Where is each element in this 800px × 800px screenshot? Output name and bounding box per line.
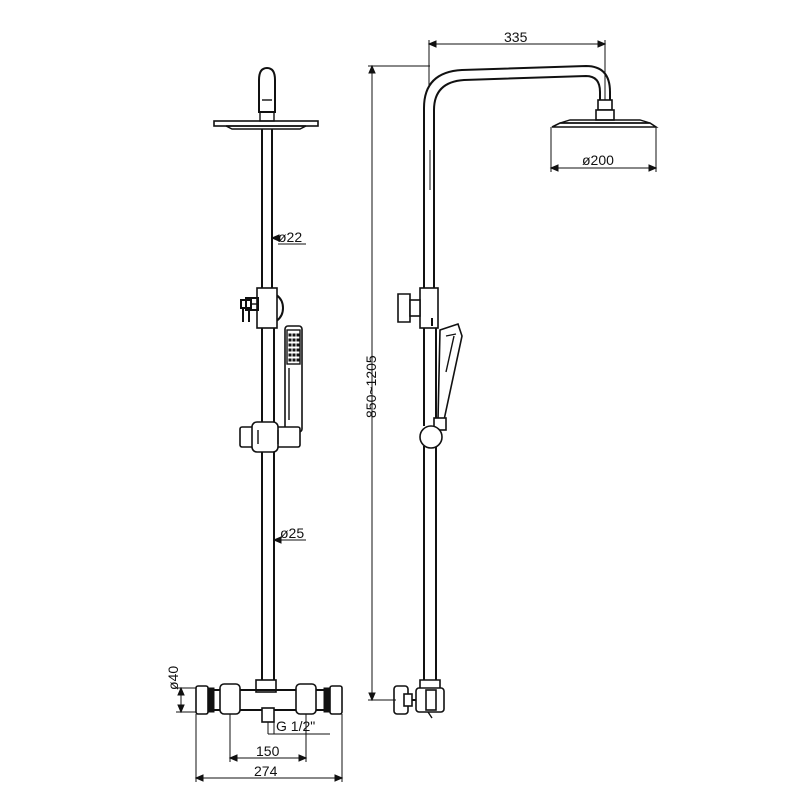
shower-arm bbox=[423, 64, 611, 288]
shower-head-front bbox=[213, 120, 319, 127]
inlet-diameter-dimension bbox=[176, 686, 196, 714]
mixer-body-front bbox=[195, 679, 343, 723]
slide-holder-front bbox=[239, 421, 301, 453]
height-label: 850~1205 bbox=[363, 355, 379, 418]
head-diameter-label: ø200 bbox=[582, 152, 614, 168]
diverter-side bbox=[397, 287, 439, 329]
handset-front bbox=[284, 325, 303, 433]
centers-label: 150 bbox=[256, 743, 280, 759]
thread-label: G 1/2" bbox=[276, 718, 315, 734]
height-dimension bbox=[368, 64, 430, 702]
front-view bbox=[195, 66, 343, 723]
thread-leader bbox=[267, 716, 330, 735]
shower-head-side bbox=[551, 119, 659, 128]
centers-dimension bbox=[228, 714, 308, 762]
overall-width-dimension bbox=[194, 714, 344, 782]
inlet-diameter-label: ø40 bbox=[165, 666, 181, 690]
overall-width-label: 274 bbox=[254, 763, 278, 779]
upper-pipe-diameter-label: ø22 bbox=[278, 229, 302, 245]
mixer-body-side bbox=[393, 679, 445, 719]
head-width-dimension bbox=[427, 40, 607, 100]
head-diameter-dimension bbox=[549, 127, 658, 172]
top-finial bbox=[258, 66, 276, 113]
lower-pipe-diameter-label: ø25 bbox=[280, 525, 304, 541]
head-width-label: 335 bbox=[504, 29, 528, 45]
slide-knob-side bbox=[419, 425, 443, 449]
diverter-front bbox=[240, 287, 285, 329]
side-view bbox=[368, 40, 659, 719]
handset-side bbox=[433, 322, 463, 431]
